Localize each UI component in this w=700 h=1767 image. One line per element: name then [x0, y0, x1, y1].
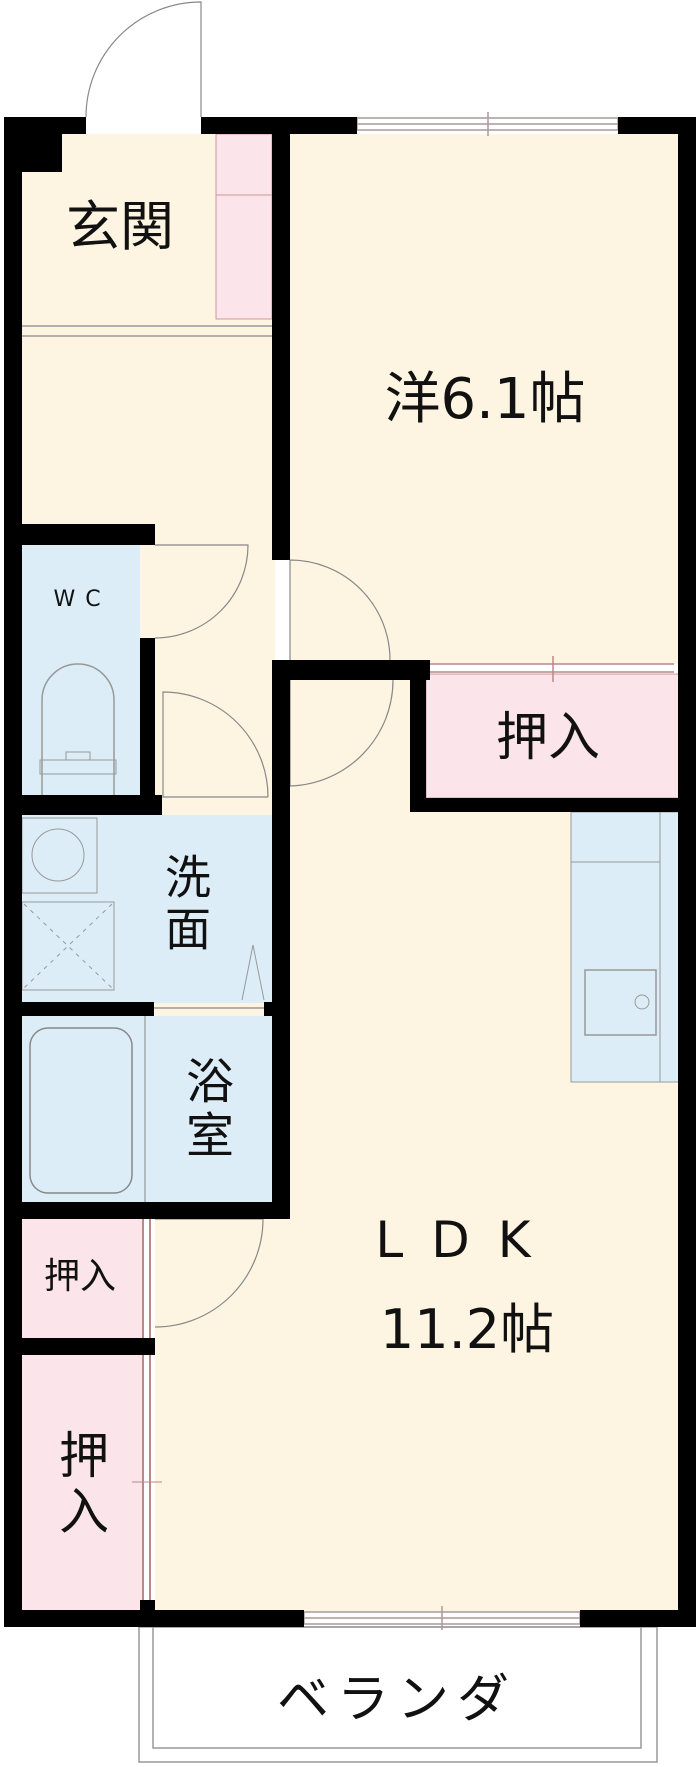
closet-small-door: [154, 1218, 264, 1328]
toilet-lever: [65, 751, 91, 761]
room-label-closet-top: 押入: [495, 708, 601, 768]
closet-small: [20, 1219, 142, 1339]
shoe-cabinet: [215, 133, 273, 320]
label-veranda: ベランダ: [276, 1670, 518, 1730]
washing-machine-x: [23, 903, 113, 989]
veranda-inner: [152, 1626, 642, 1749]
room-label-wc: WC: [53, 587, 111, 612]
washroom-door: [162, 691, 269, 798]
bathtub: [29, 1027, 133, 1194]
western-room-door: [289, 559, 391, 661]
wc-floor: [20, 545, 140, 797]
room-label-ldk: LDK: [375, 1211, 559, 1269]
toilet-icon: [41, 663, 115, 795]
room-label-washroom: 洗面: [158, 853, 212, 957]
wc-door: [154, 544, 249, 639]
kitchen-counter: [570, 811, 680, 1083]
room-label-western-room: 洋6.1帖: [384, 367, 586, 432]
towel-rack: [241, 944, 265, 1001]
walls: [4, 117, 696, 1627]
room-label-ldk-size: 11.2帖: [379, 1298, 555, 1361]
ldk-door: [289, 679, 394, 787]
washroom-floor: [20, 815, 272, 1003]
faucet-icon: [634, 994, 650, 1010]
entrance-door: [85, 1, 202, 118]
window-top: [356, 112, 619, 136]
closet-tall: [20, 1355, 142, 1610]
room-label-entrance: 玄関: [66, 195, 174, 258]
kitchen-sink: [584, 969, 657, 1036]
room-label-bathroom: 浴室: [177, 1056, 233, 1164]
closet-top-sliding-door: [430, 656, 674, 682]
bathroom-floor: [20, 1016, 272, 1204]
western-room-floor: [290, 134, 679, 664]
room-label-closet-small: 押入: [43, 1256, 117, 1297]
basin-bowl: [31, 828, 85, 882]
room-label-closet-tall: 押入: [51, 1429, 109, 1541]
washing-machine-x: [23, 903, 113, 989]
